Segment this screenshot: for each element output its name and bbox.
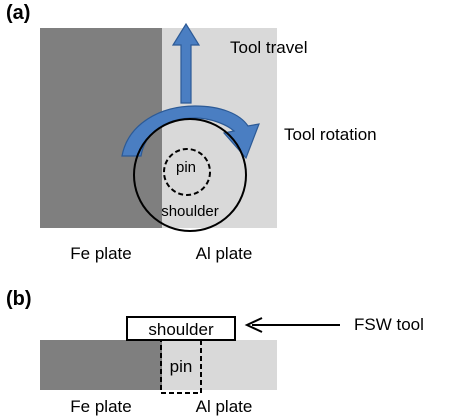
fe-plate-label-side: Fe plate (70, 397, 131, 416)
panel-b: (b) shoulder pin FSW tool Fe plate Al pl… (6, 288, 424, 416)
tool-travel-arrow (171, 22, 201, 104)
panel-a-label: (a) (6, 2, 30, 24)
pin-label-side: pin (170, 357, 193, 376)
tool-shoulder-circle (133, 118, 247, 232)
al-plate-label-side: Al plate (196, 397, 253, 416)
fe-plate-side-view (40, 340, 162, 390)
shoulder-label-top: shoulder (161, 203, 219, 220)
panel-b-label: (b) (6, 288, 32, 310)
fsw-tool-arrow-head (244, 317, 263, 333)
fe-plate-label-top: Fe plate (70, 244, 131, 263)
tool-travel-label: Tool travel (230, 38, 307, 57)
fsw-tool-label: FSW tool (354, 315, 424, 334)
pin-label-top: pin (176, 159, 196, 176)
al-plate-label-top: Al plate (196, 244, 253, 263)
shoulder-label-side: shoulder (148, 320, 214, 339)
al-plate-side-view (162, 340, 277, 390)
tool-pin-circle (163, 148, 211, 196)
panel-a: (a) pin shoulder Tool travel Tool rotati… (6, 2, 377, 263)
pin-box (160, 339, 202, 394)
tool-rotation-label: Tool rotation (284, 125, 377, 144)
